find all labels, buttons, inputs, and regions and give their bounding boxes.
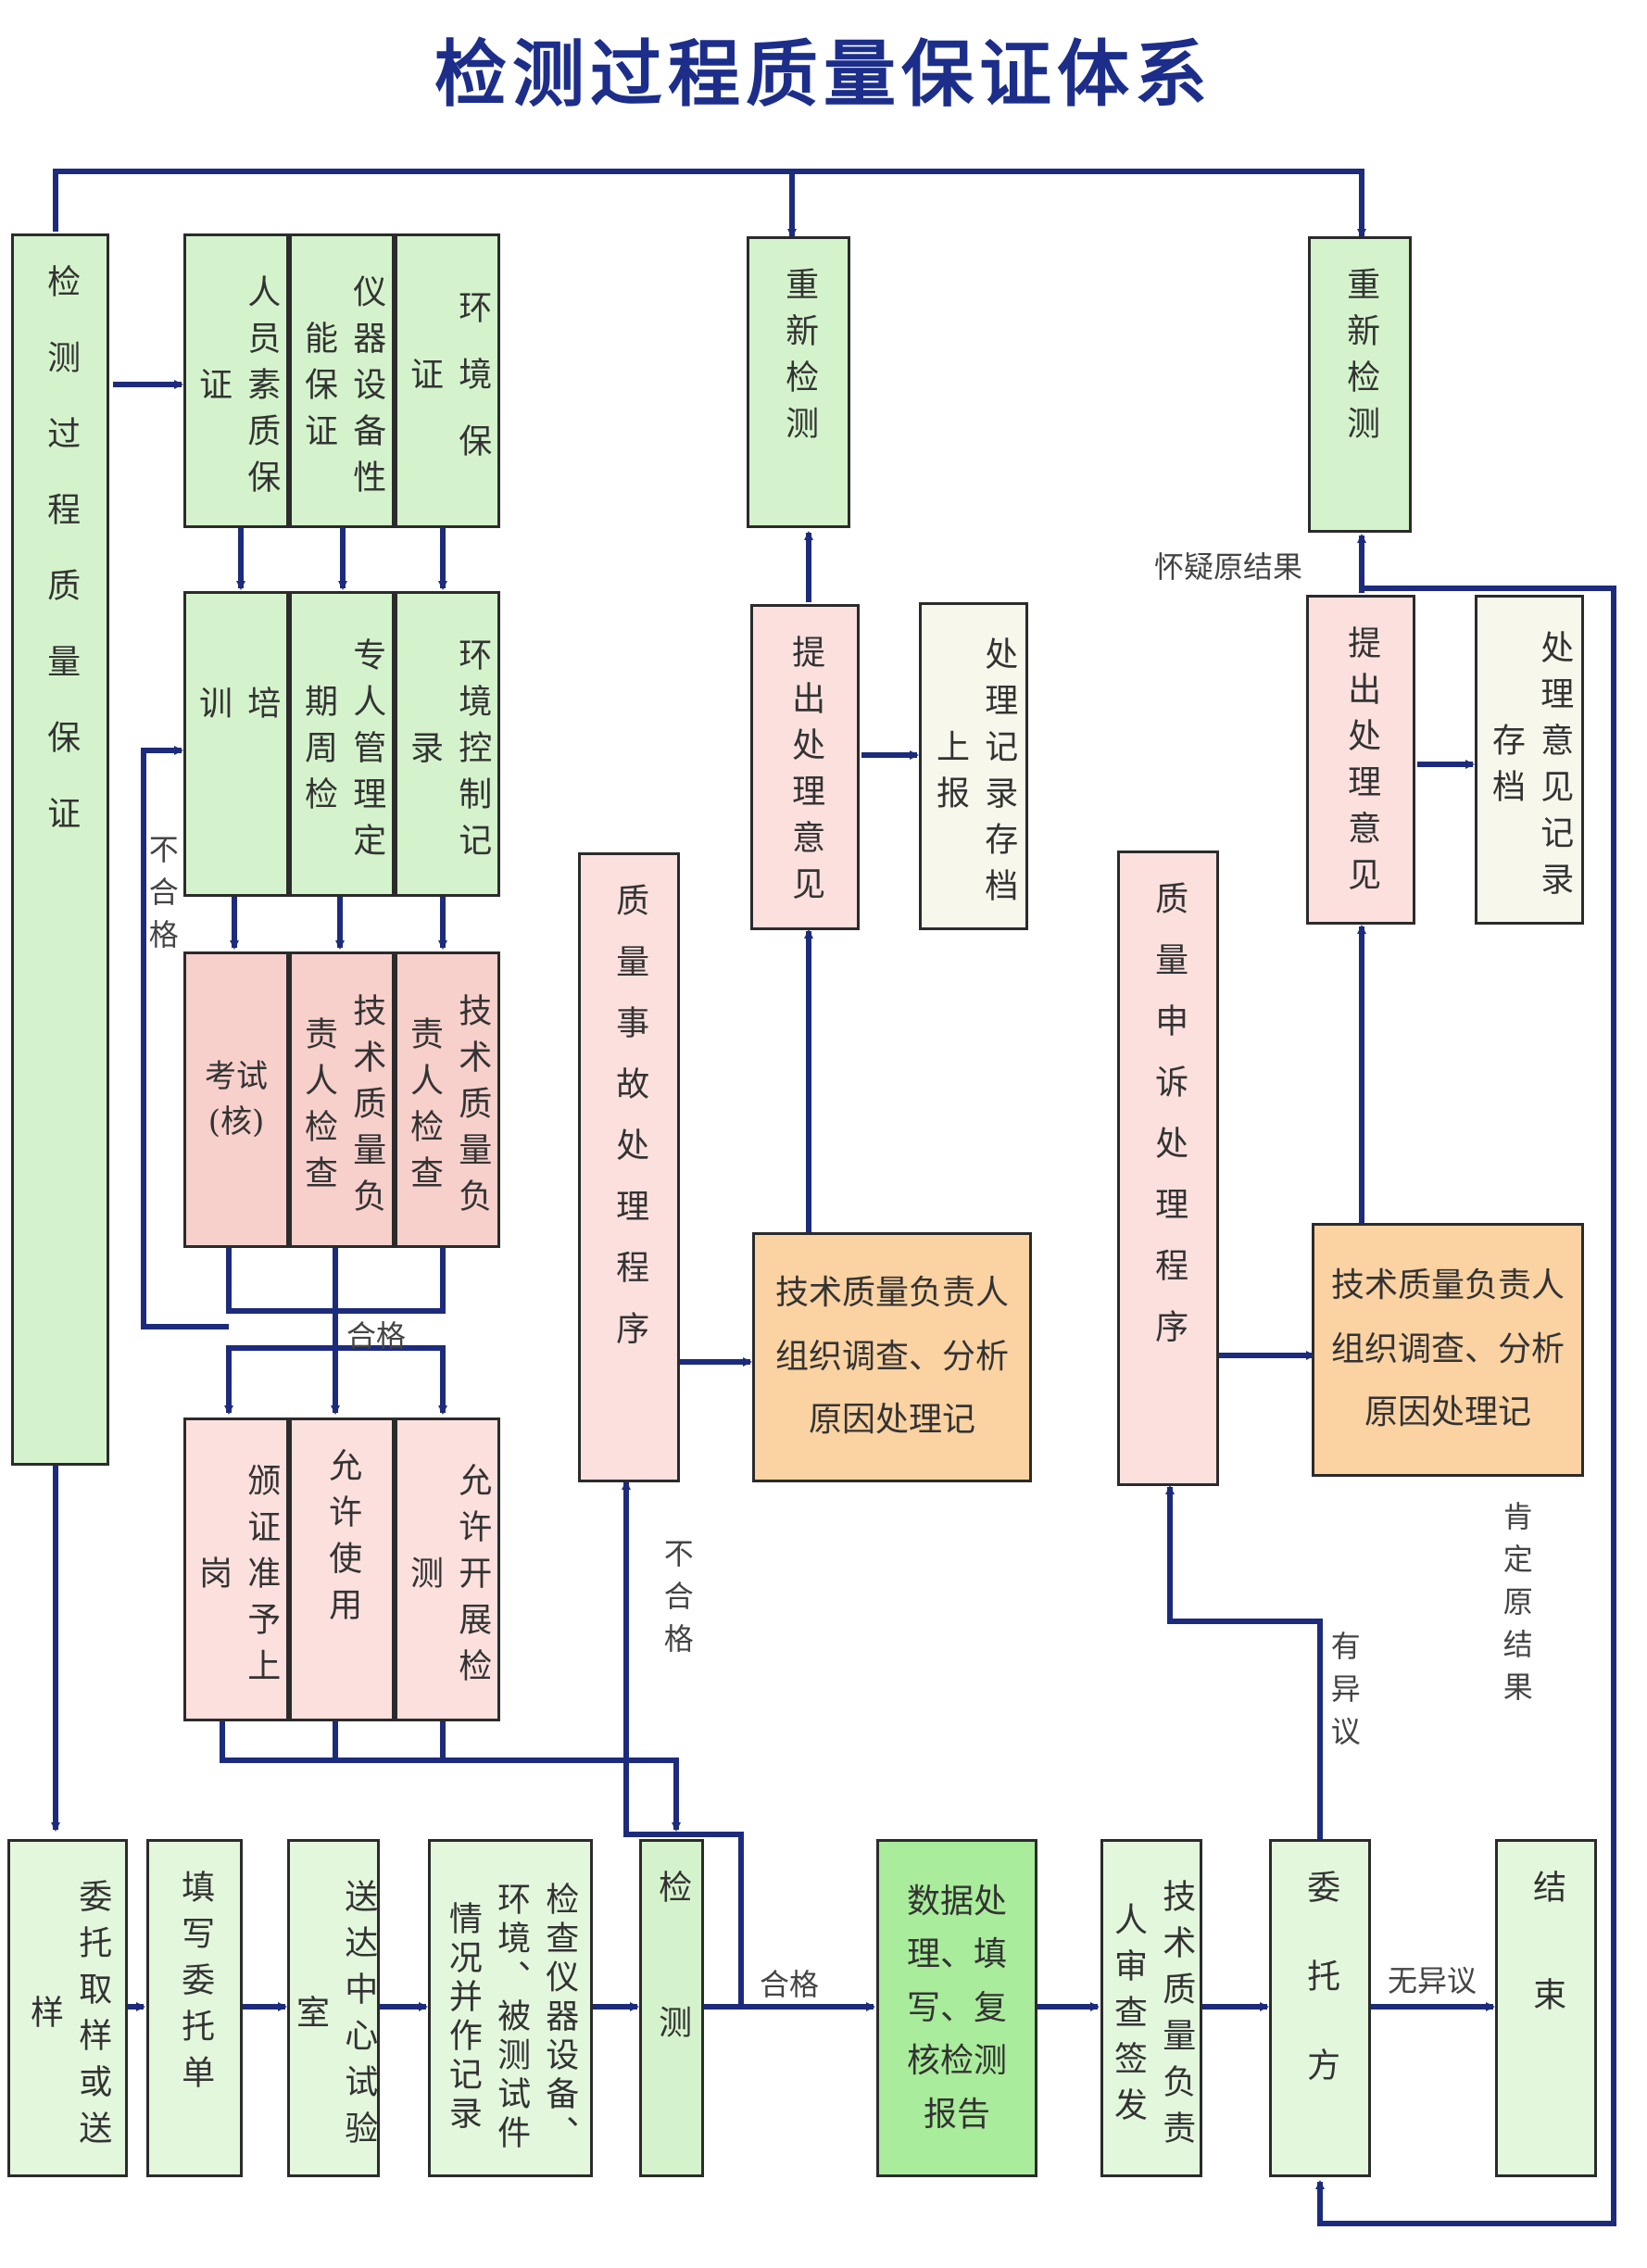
label-affirm-result: 肯定原结果 — [1498, 1501, 1534, 1714]
tech-check-environment-box: 技术质量负责人检查 — [395, 951, 500, 1248]
environment-control-box: 环境控制记录 — [395, 591, 500, 897]
propose-opinion-right: 提出处理意见 — [1306, 595, 1415, 925]
training-box: 培训 — [183, 591, 289, 897]
end-box: 结束 — [1495, 1839, 1597, 2177]
page-title: 检测过程质量保证体系 — [434, 33, 1213, 117]
fill-form-box: 填写委托单 — [146, 1839, 243, 2177]
opinion-record-box: 处理意见记录存档 — [1475, 595, 1584, 925]
complaint-procedure-box: 质量申诉处理程序 — [1117, 850, 1219, 1486]
label-qualified-top: 合格 — [346, 1318, 407, 1354]
sampling-box: 委托取样或送样 — [7, 1839, 128, 2177]
propose-opinion-left: 提出处理意见 — [750, 604, 860, 930]
investigate-box-left: 技术质量负责人组织调查、分析原因处理记 — [752, 1232, 1032, 1482]
allow-testing-box: 允许开展检测 — [395, 1418, 500, 1721]
label-objection: 有异议 — [1326, 1631, 1362, 1758]
equipment-management-box: 专人管理定期周检 — [289, 591, 395, 897]
equipment-quality-box: 仪器设备性能保证 — [289, 233, 395, 528]
certificate-box: 颁证准予上岗 — [183, 1418, 289, 1721]
check-equipment-box: 检查仪器设备、环境、被测试件情况并作记录 — [428, 1839, 593, 2177]
environment-quality-box: 环境保证 — [395, 233, 500, 528]
approval-box: 技术质量负责人审查签发 — [1100, 1839, 1202, 2177]
investigate-box-right: 技术质量负责人组织调查、分析原因处理记 — [1312, 1223, 1584, 1477]
label-unqualified-testing: 不合格 — [659, 1538, 695, 1666]
label-doubt-result: 怀疑原结果 — [1154, 549, 1303, 585]
allow-use-box: 允许使用 — [289, 1418, 395, 1721]
retest-box-left: 重新检测 — [747, 236, 850, 528]
label-no-objection: 无异议 — [1388, 1963, 1477, 1998]
client-box: 委托方 — [1269, 1839, 1371, 2177]
tech-check-equipment-box: 技术质量负责人检查 — [289, 951, 395, 1248]
label-unqualified-training: 不合格 — [144, 834, 180, 962]
retest-box-right: 重新检测 — [1308, 236, 1412, 533]
record-report-box: 处理记录存档上报 — [919, 602, 1028, 930]
testing-box: 检测 — [639, 1839, 704, 2177]
accident-procedure-box: 质量事故处理程序 — [578, 852, 680, 1482]
qa-system-column: 检测过程质量保证 — [11, 233, 109, 1466]
exam-box: 考试(核) — [183, 951, 289, 1248]
data-processing-box: 数据处理、填写、复核检测报告 — [876, 1839, 1037, 2177]
label-qualified-bottom: 合格 — [760, 1967, 820, 2002]
personnel-quality-box: 人员素质保证 — [183, 233, 289, 528]
deliver-lab-box: 送达中心试验室 — [287, 1839, 380, 2177]
